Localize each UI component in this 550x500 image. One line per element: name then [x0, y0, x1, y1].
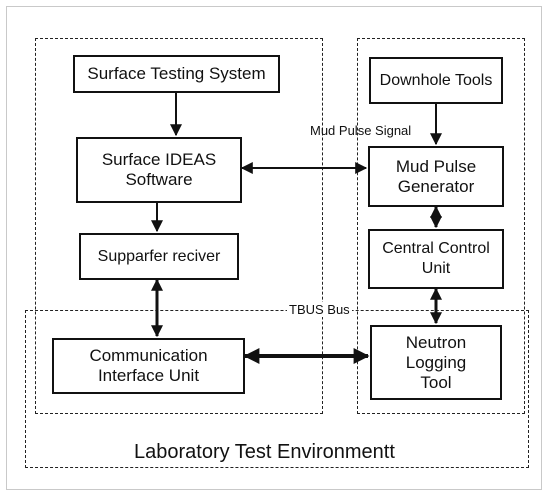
mud-pulse-generator-box: Mud Pulse Generator	[368, 146, 504, 207]
surface-system-region	[35, 38, 323, 414]
central-control-unit-box: Central Control Unit	[368, 229, 504, 289]
surface-ideas-software-box: Surface IDEAS Software	[76, 137, 242, 203]
supparfer-reciver-box: Supparfer reciver	[79, 233, 239, 280]
laboratory-test-environment-region	[25, 310, 529, 468]
communication-interface-unit-box: Communication Interface Unit	[52, 338, 245, 394]
mud-pulse-signal-label: Mud Pulse Signal	[310, 123, 412, 138]
surface-testing-system-box: Surface Testing System	[73, 55, 280, 93]
laboratory-test-environment-label: Laboratory Test Environmentt	[134, 441, 395, 463]
downhole-system-region	[357, 38, 525, 414]
neutron-logging-tool-box: Neutron Logging Tool	[370, 325, 502, 400]
downhole-tools-box: Downhole Tools	[369, 57, 503, 104]
figure-frame	[6, 6, 542, 490]
tbus-bus-label: TBUS Bus	[287, 302, 352, 317]
